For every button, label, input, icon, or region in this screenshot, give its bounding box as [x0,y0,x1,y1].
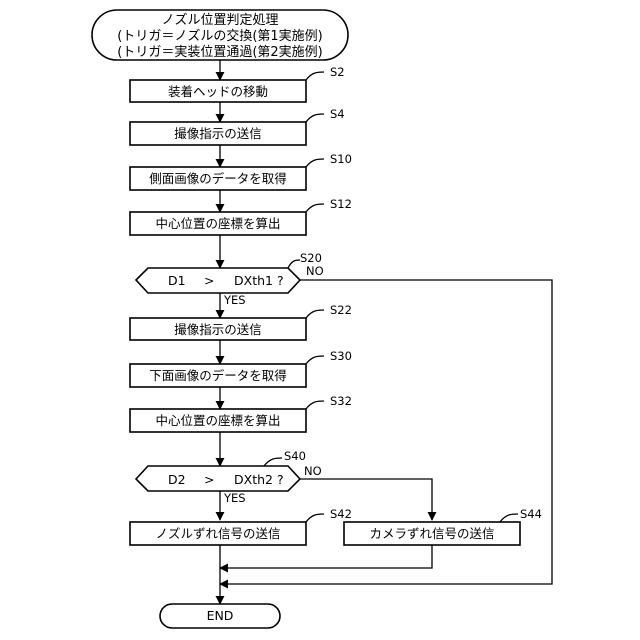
step-s10-label: 側面画像のデータを取得 [149,171,287,186]
step-s32: 中心位置の座標を算出 S32 [130,394,352,432]
decision-s20-id: S20 [300,251,322,265]
step-s44-label: カメラずれ信号の送信 [369,526,494,541]
decision-s20-left: D1 [168,273,186,288]
step-s30-label: 下面画像のデータを取得 [149,368,287,383]
start-terminator: ノズル位置判定処理 (トリガ＝ノズルの交換(第1実施例) (トリガ＝実装位置通過… [92,10,348,60]
decision-s40-op: > [204,472,214,487]
step-s42: ノズルずれ信号の送信 S42 [130,507,352,545]
step-s12: 中心位置の座標を算出 S12 [130,197,352,235]
step-s44-id: S44 [520,507,542,521]
decision-s40-id: S40 [284,449,306,463]
step-s44: カメラずれ信号の送信 S44 [344,507,542,545]
decision-s20-yes: YES [223,293,246,307]
step-s32-label: 中心位置の座標を算出 [155,413,280,428]
step-s2: 装着ヘッドの移動 S2 [130,65,345,102]
end-label: END [207,608,234,623]
start-trigger-2: (トリガ＝実装位置通過(第2実施例) [117,44,323,60]
step-s4-id: S4 [330,107,345,121]
decision-s40-right: DXth2 ? [234,472,284,487]
step-s32-id: S32 [330,394,352,408]
step-s42-label: ノズルずれ信号の送信 [155,526,280,541]
decision-s40-yes: YES [223,491,246,505]
step-s22: 撮像指示の送信 S22 [130,303,352,340]
decision-s20: D1 > DXth1 ? S20 NO YES [136,251,324,307]
start-title: ノズル位置判定処理 [161,12,278,28]
decision-s20-right: DXth1 ? [234,273,284,288]
decision-s20-op: > [204,273,214,288]
step-s10: 側面画像のデータを取得 S10 [130,152,352,190]
step-s42-id: S42 [330,507,352,521]
step-s12-id: S12 [330,197,352,211]
end-terminator: END [160,604,280,628]
step-s4-label: 撮像指示の送信 [174,126,262,141]
step-s2-label: 装着ヘッドの移動 [168,84,268,99]
start-trigger-1: (トリガ＝ノズルの交換(第1実施例) [117,28,323,44]
decision-s20-no: NO [306,264,324,278]
step-s22-label: 撮像指示の送信 [174,322,262,337]
decision-s40: D2 > DXth2 ? S40 NO YES [136,449,322,505]
decision-s40-left: D2 [168,472,186,487]
step-s30: 下面画像のデータを取得 S30 [130,349,352,387]
step-s10-id: S10 [330,152,352,166]
step-s22-id: S22 [330,303,352,317]
decision-s40-no: NO [304,464,322,478]
step-s12-label: 中心位置の座標を算出 [155,216,280,231]
step-s2-id: S2 [330,65,345,79]
step-s30-id: S30 [330,349,352,363]
step-s4: 撮像指示の送信 S4 [130,107,345,145]
